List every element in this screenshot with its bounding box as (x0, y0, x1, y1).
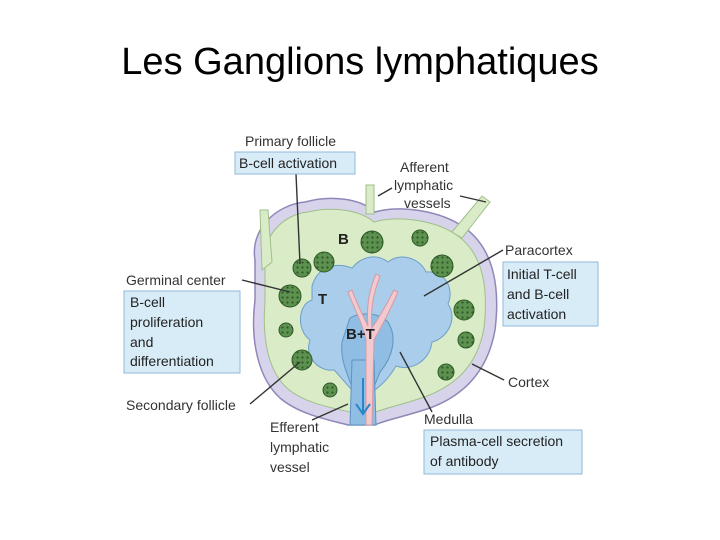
germinal-box-line4: differentiation (130, 353, 214, 369)
paracortex-box-line1: Initial T-cell (507, 266, 577, 282)
paracortex-label: Paracortex (505, 242, 573, 258)
afferent-vessel-top (365, 184, 375, 215)
germinal-box-line2: proliferation (130, 314, 203, 330)
follicle (360, 230, 384, 254)
germinal-center-label: Germinal center (126, 272, 226, 288)
follicle (278, 322, 294, 338)
medulla-box-line2: of antibody (430, 453, 499, 469)
medulla-label: Medulla (424, 411, 473, 427)
leader-primary-follicle (295, 173, 301, 265)
leader-efferent (311, 403, 349, 421)
follicle (292, 258, 312, 278)
germinal-center-box (123, 290, 241, 374)
follicle (411, 229, 429, 247)
leader-secondary-follicle (249, 361, 301, 405)
follicle (430, 254, 454, 278)
b-cell-activation-text: B-cell activation (239, 155, 337, 171)
afferent-vessels (259, 184, 491, 272)
paracortex-box (502, 261, 599, 327)
efferent-arrow (355, 378, 371, 416)
afferent-label-line3: vessels (404, 195, 451, 211)
efferent-label-line1: Efferent (270, 419, 319, 435)
slide-title: Les Ganglions lymphatiques (121, 41, 599, 83)
afferent-label-line1: Afferent (400, 159, 449, 175)
cortex-label: Cortex (508, 374, 549, 390)
leader-afferent (377, 187, 487, 203)
efferent-label-line3: vessel (270, 459, 310, 475)
efferent-label-line2: lymphatic (270, 439, 329, 455)
zone-bt-label: B+T (346, 326, 375, 343)
follicle (437, 363, 455, 381)
secondary-follicle-label: Secondary follicle (126, 397, 236, 413)
follicle (278, 284, 302, 308)
primary-follicle-label: Primary follicle (245, 133, 336, 149)
germinal-box-line3: and (130, 334, 153, 350)
zone-b-label: B (338, 231, 349, 248)
follicle (457, 331, 475, 349)
paracortex-box-line2: and B-cell (507, 286, 569, 302)
afferent-vessel-right (451, 195, 491, 239)
follicle (313, 251, 335, 273)
leader-cortex (471, 363, 505, 381)
afferent-vessel-left (259, 209, 273, 272)
medulla-box-line1: Plasma-cell secretion (430, 433, 563, 449)
paracortex-box-line3: activation (507, 306, 566, 322)
zone-t-label: T (318, 291, 327, 308)
follicle (453, 299, 475, 321)
follicles (278, 229, 475, 398)
leader-paracortex (423, 249, 504, 297)
leader-germinal-center (241, 279, 291, 293)
blood-vessel (347, 273, 399, 426)
leader-lines (241, 173, 505, 421)
germinal-box-line1: B-cell (130, 294, 165, 310)
follicle (322, 382, 338, 398)
afferent-label-line2: lymphatic (394, 177, 453, 193)
b-cell-activation-box (234, 151, 356, 175)
medulla-box (423, 429, 583, 475)
leader-medulla (399, 351, 433, 413)
